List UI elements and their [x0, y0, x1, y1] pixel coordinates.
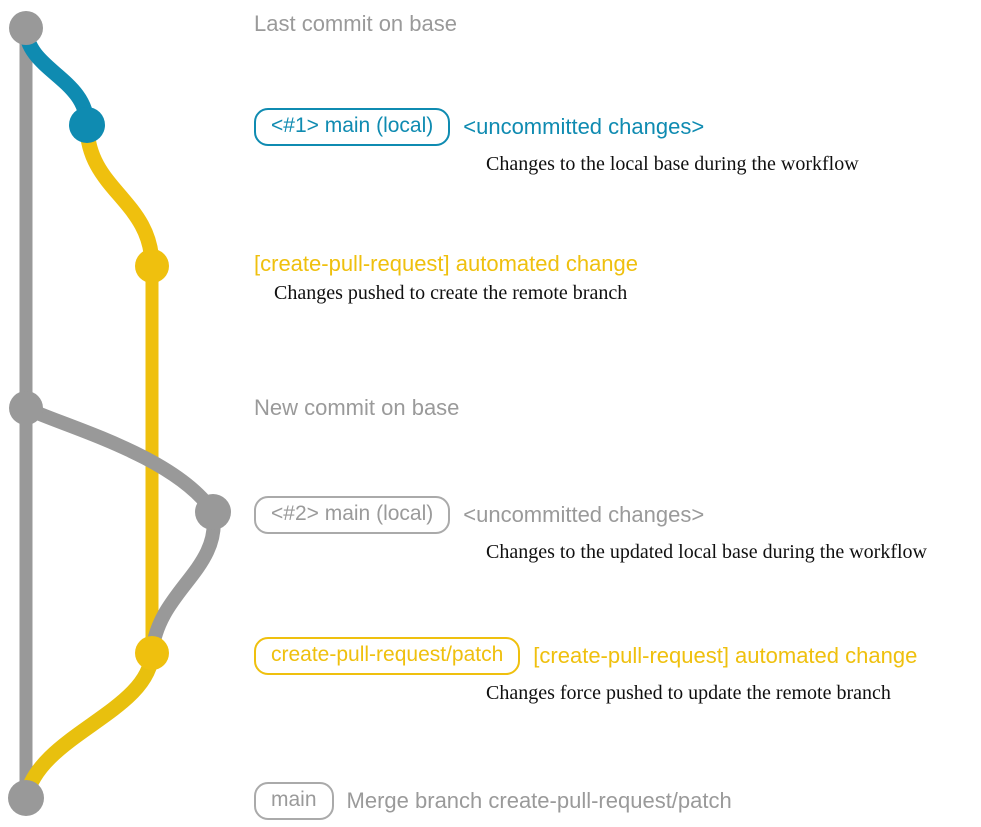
- commit-node-patch-2[interactable]: [135, 636, 169, 670]
- commit-headline: [create-pull-request] automated change: [254, 251, 639, 276]
- commit-row-local-1: <#1> main (local) <uncommitted changes> …: [254, 108, 859, 176]
- commit-row-head: Last commit on base: [254, 12, 457, 35]
- commit-headline: New commit on base: [254, 395, 460, 420]
- commit-row-local-2: <#2> main (local) <uncommitted changes> …: [254, 496, 927, 564]
- branch-badge-create-pull-request-patch[interactable]: create-pull-request/patch: [254, 637, 521, 676]
- commit-row-patch-2: create-pull-request/patch [create-pull-r…: [254, 637, 917, 705]
- commit-node-merge[interactable]: [8, 780, 44, 816]
- commit-row-head: <#1> main (local) <uncommitted changes>: [254, 108, 859, 147]
- commit-row-new-commit: New commit on base: [254, 396, 459, 419]
- commit-row-head: main Merge branch create-pull-request/pa…: [254, 782, 732, 821]
- commit-subline: Changes to the local base during the wor…: [486, 153, 859, 176]
- branch-badge-main-local-2[interactable]: <#2> main (local): [254, 496, 451, 535]
- branch-badge-main[interactable]: main: [254, 782, 334, 821]
- commit-row-last-commit: Last commit on base: [254, 12, 457, 35]
- commit-subline: Changes to the updated local base during…: [486, 541, 927, 564]
- edge-local2-to-patch2: [145, 505, 221, 660]
- commit-node-base-1[interactable]: [9, 11, 43, 45]
- git-graph: [8, 11, 231, 816]
- edge-base2-to-local2: [19, 401, 220, 519]
- commit-node-local-2[interactable]: [195, 494, 231, 530]
- commit-node-local-1[interactable]: [69, 107, 105, 143]
- edge-patch2-to-merge: [18, 645, 160, 806]
- commit-headline: <uncommitted changes>: [463, 114, 705, 140]
- commit-headline: [create-pull-request] automated change: [533, 643, 918, 669]
- branch-badge-main-local-1[interactable]: <#1> main (local): [254, 108, 451, 147]
- commit-node-patch-1[interactable]: [135, 249, 169, 283]
- commit-node-base-2[interactable]: [9, 391, 43, 425]
- commit-row-head: New commit on base: [254, 396, 459, 419]
- commit-subline: Changes force pushed to update the remot…: [486, 682, 891, 705]
- commit-row-merge: main Merge branch create-pull-request/pa…: [254, 782, 732, 821]
- commit-row-head: <#2> main (local) <uncommitted changes>: [254, 496, 927, 535]
- commit-headline: <uncommitted changes>: [463, 502, 705, 528]
- commit-subline: Changes pushed to create the remote bran…: [274, 282, 628, 305]
- commit-row-patch-1: [create-pull-request] automated change C…: [254, 252, 638, 305]
- edge-local1-to-patch1: [79, 117, 160, 274]
- commit-headline: Merge branch create-pull-request/patch: [346, 788, 732, 814]
- commit-row-head: create-pull-request/patch [create-pull-r…: [254, 637, 918, 676]
- commit-row-head: [create-pull-request] automated change: [254, 252, 638, 275]
- commit-headline: Last commit on base: [254, 11, 457, 36]
